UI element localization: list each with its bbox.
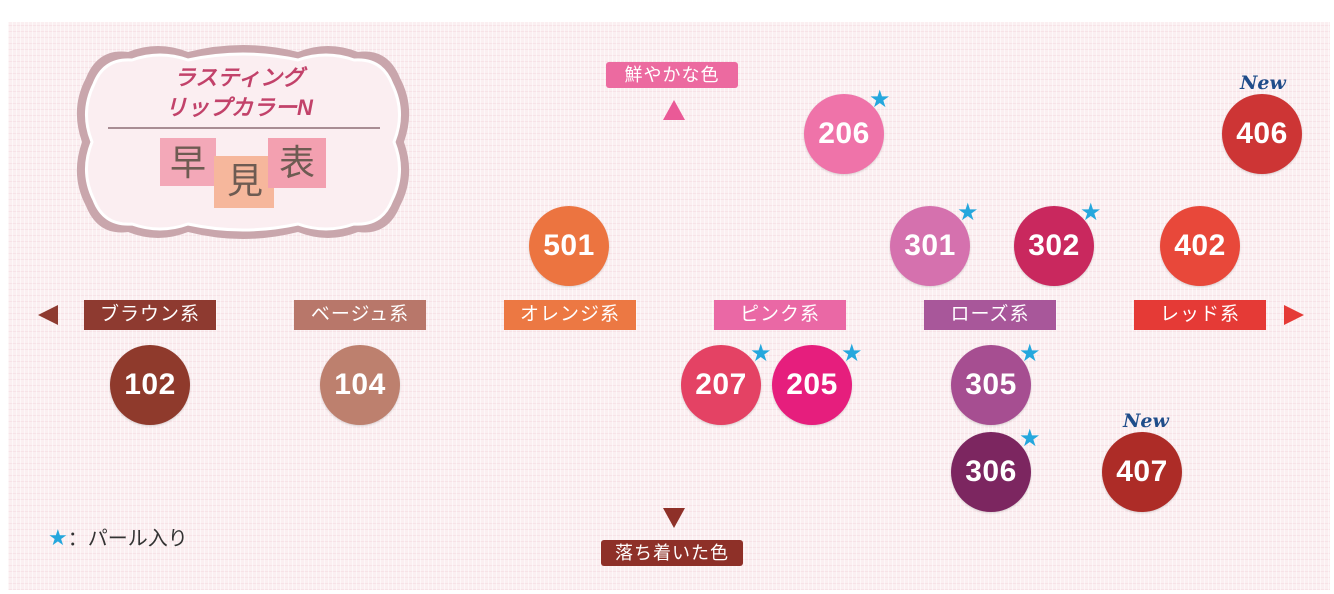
pearl-star-icon: ★ — [841, 339, 863, 367]
kanji-haya: 早 — [169, 142, 206, 183]
pearl-star-icon: ★ — [869, 85, 891, 113]
swatch-305: 305 — [951, 345, 1031, 425]
badge-title-line2: リップカラーN — [165, 95, 313, 120]
badge-title-line1: ラスティング — [173, 65, 305, 90]
pearl-star-icon: ★ — [1019, 424, 1041, 452]
swatch-206: 206 — [804, 94, 884, 174]
left-arrowhead — [38, 305, 58, 325]
top-arrowhead — [663, 100, 685, 120]
pearl-star-icon: ★ — [957, 198, 979, 226]
new-label-406: New — [1240, 72, 1286, 94]
swatch-205: 205 — [772, 345, 852, 425]
kanji-mi: 見 — [226, 160, 263, 201]
axis-bottom-label: 落ち着いた色 — [601, 540, 743, 566]
swatch-207: 207 — [681, 345, 761, 425]
category-orange: オレンジ系 — [504, 300, 636, 330]
axis-top-label: 鮮やかな色 — [606, 62, 738, 88]
bottom-arrowhead — [663, 508, 685, 528]
pearl-star-icon: ★ — [1019, 339, 1041, 367]
legend-text: ：パール入り — [67, 528, 188, 550]
swatch-407: 407 — [1102, 432, 1182, 512]
swatch-301: 301 — [890, 206, 970, 286]
kanji-hyou: 表 — [278, 142, 315, 183]
pearl-star-icon: ★ — [750, 339, 772, 367]
swatch-104: 104 — [320, 345, 400, 425]
swatch-102: 102 — [110, 345, 190, 425]
pearl-star-icon: ★ — [1080, 198, 1102, 226]
new-label-407: New — [1123, 410, 1169, 432]
swatch-501: 501 — [529, 206, 609, 286]
pearl-legend: ★：パール入り — [48, 522, 188, 551]
title-badge: ラスティング リップカラーN 早 見 表 — [68, 38, 418, 246]
swatch-306: 306 — [951, 432, 1031, 512]
badge-frame — [76, 45, 410, 239]
category-rose: ローズ系 — [924, 300, 1056, 330]
swatch-402: 402 — [1160, 206, 1240, 286]
category-beige: ベージュ系 — [294, 300, 426, 330]
category-pink: ピンク系 — [714, 300, 846, 330]
category-red: レッド系 — [1134, 300, 1266, 330]
right-arrowhead — [1284, 305, 1304, 325]
category-brown: ブラウン系 — [84, 300, 216, 330]
pearl-star-icon: ★ — [48, 526, 68, 551]
swatch-302: 302 — [1014, 206, 1094, 286]
swatch-406: 406 — [1222, 94, 1302, 174]
